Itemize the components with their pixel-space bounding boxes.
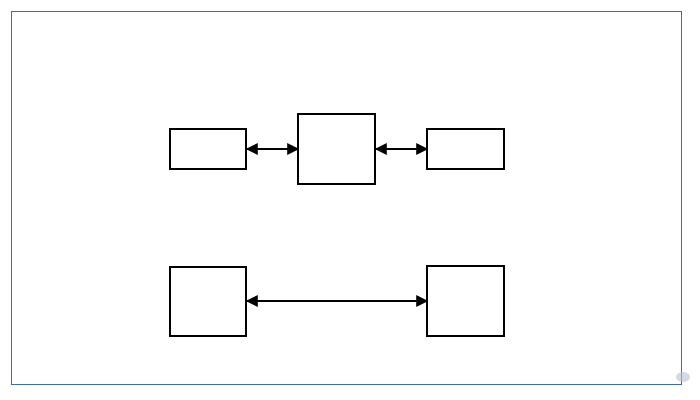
- row1-left-box: [169, 128, 247, 170]
- diagram-frame: [11, 11, 682, 385]
- watermark-mark: [676, 372, 690, 382]
- row1-right-box: [426, 128, 505, 170]
- row2-right-box: [426, 265, 505, 337]
- row2-left-box: [169, 266, 247, 337]
- row1-center-box: [297, 113, 376, 185]
